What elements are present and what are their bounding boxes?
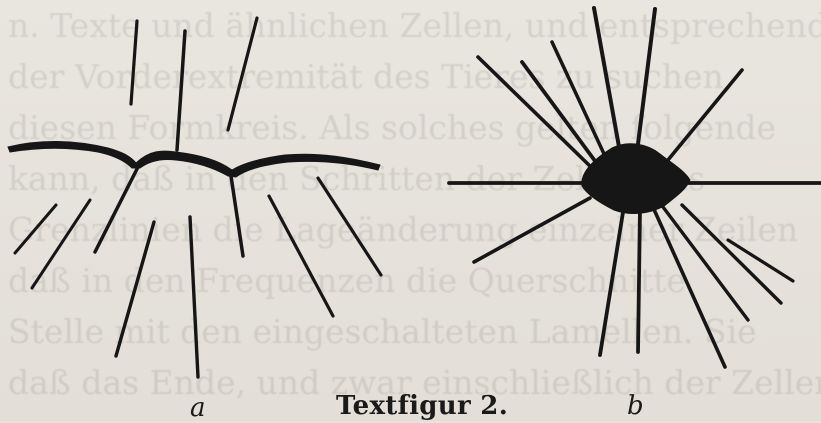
figure-a-fiber — [15, 205, 56, 253]
figure-caption: Textfigur 2. — [336, 392, 508, 420]
figure-a-fiber — [318, 178, 381, 275]
figure-a-fiber — [190, 217, 198, 377]
figure-a-fiber — [95, 167, 138, 252]
figure-a-fiber — [177, 31, 185, 150]
figure-b-fiber — [600, 206, 624, 355]
figure-b-drawing — [449, 8, 821, 367]
figure-label-a: a — [190, 394, 206, 422]
figure-a-fiber — [231, 176, 243, 256]
figure-b-fiber — [638, 208, 640, 352]
figure-a-cell-body — [8, 141, 380, 177]
figure-a-fiber — [32, 200, 90, 288]
figure-b-fiber — [594, 8, 621, 158]
figure-b-fiber — [478, 57, 592, 168]
figure-b-fiber — [660, 203, 748, 320]
figure-b-fiber — [652, 205, 725, 367]
figure-a-fiber — [131, 21, 137, 104]
figure-label-b: b — [627, 392, 644, 420]
figure-b-fiber — [474, 198, 590, 262]
figure-a-fiber — [228, 18, 257, 130]
figure-a-drawing — [8, 18, 381, 377]
figure-b-fiber — [637, 9, 655, 152]
figure-b-fiber — [668, 70, 742, 160]
figure-a-fiber — [269, 196, 333, 316]
figure-a-fiber — [116, 222, 154, 356]
